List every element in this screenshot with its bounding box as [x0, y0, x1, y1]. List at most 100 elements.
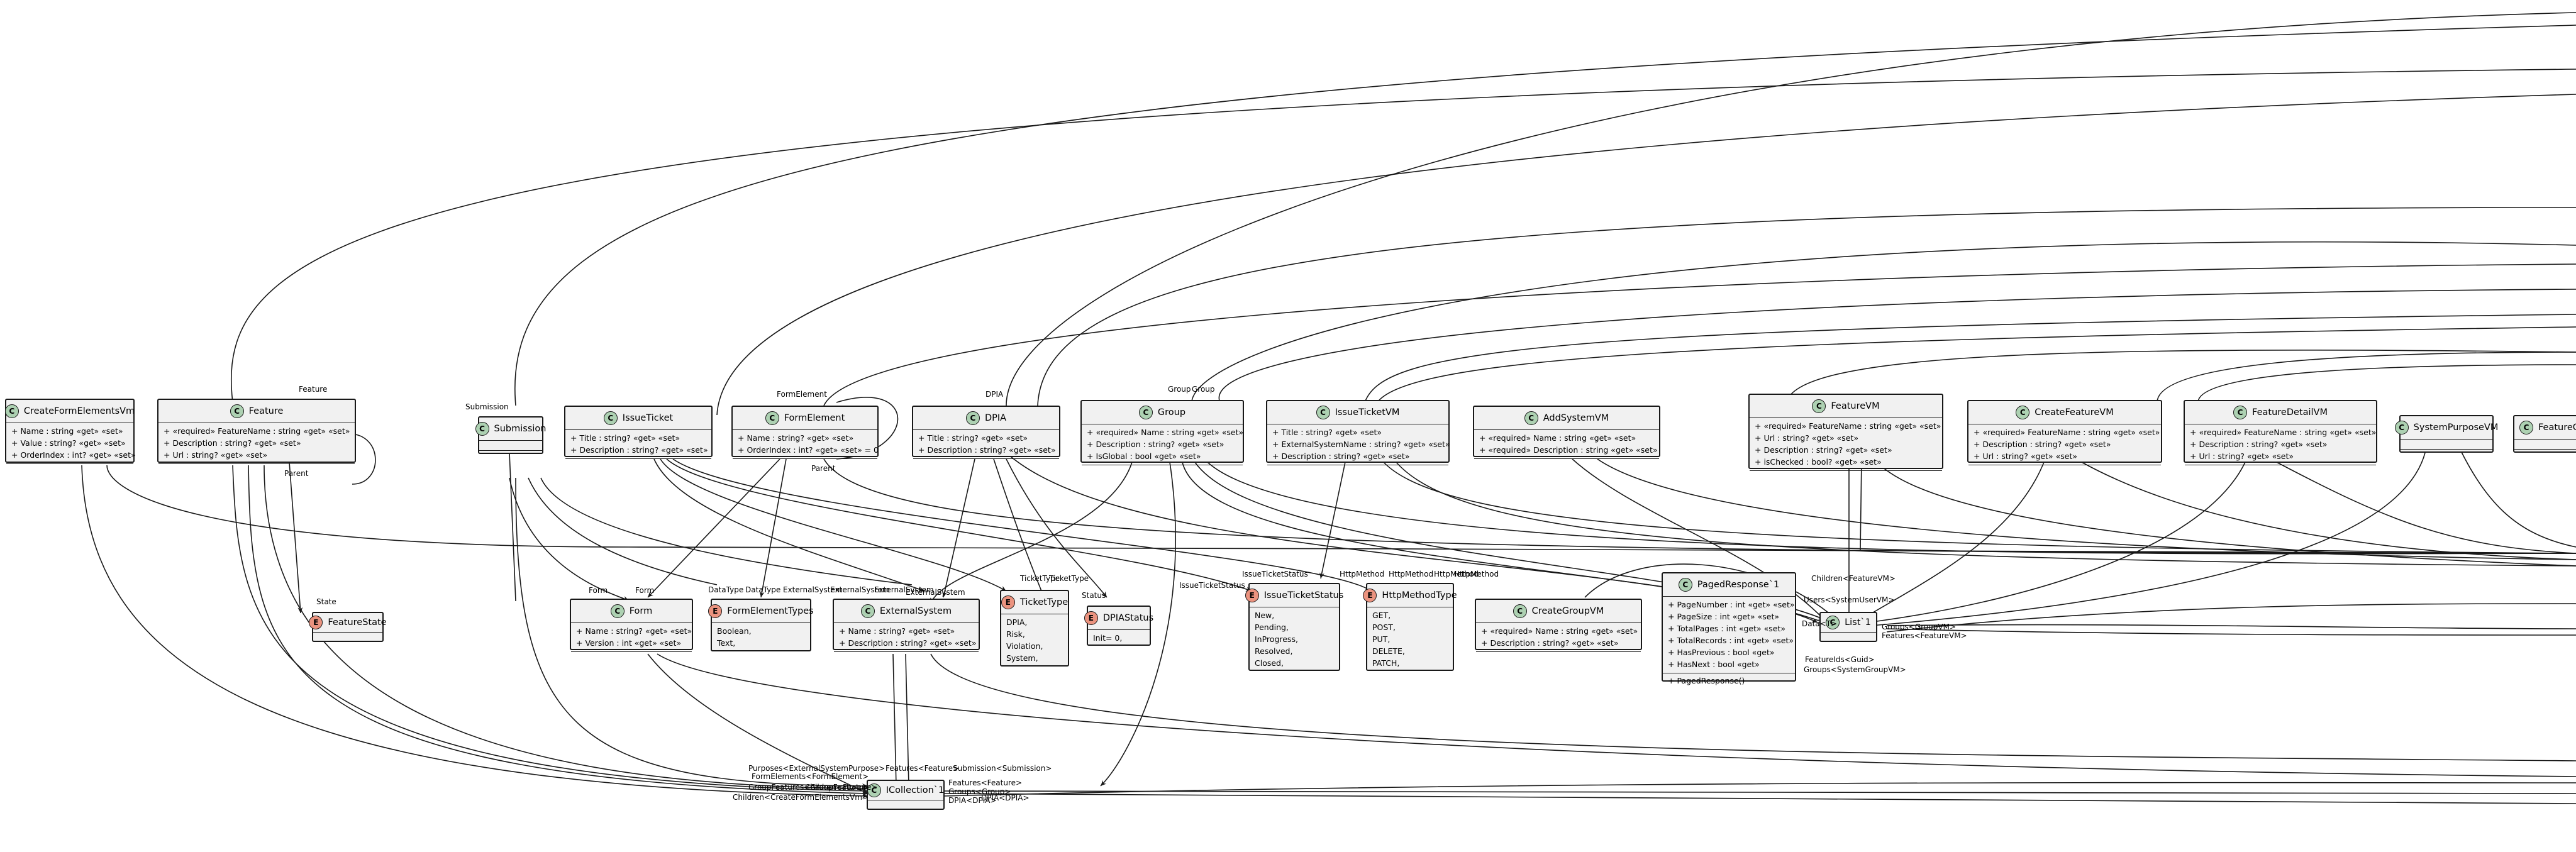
class-operations — [2514, 450, 2576, 457]
class-name: PagedResponse`1 — [1697, 580, 1780, 590]
class-member: + ExternalSystemName : string? «get» «se… — [1272, 440, 1450, 449]
class-icon: C — [1513, 604, 1527, 618]
enum-icon: E — [1245, 589, 1259, 602]
enum-value: GET, — [1372, 611, 1391, 620]
class-member: + PageSize : int «get» «set» — [1668, 612, 1779, 621]
class-addsystemvm[interactable]: C AddSystemVM + «required» Name : string … — [1473, 406, 1660, 459]
class-member: + «required» Description : string «get» … — [1479, 445, 1658, 455]
class-member: + «required» Name : string «get» «set» — [1481, 626, 1638, 636]
class-icon: C — [230, 404, 244, 418]
edge-label: ExternalSystem — [783, 585, 843, 594]
class-member: + «required» Name : string «get» «set» — [1479, 433, 1636, 443]
class-operations — [834, 652, 979, 660]
edge-label: FormElement — [777, 390, 827, 399]
class-operations — [1476, 652, 1641, 660]
edge-label: Form — [635, 586, 655, 595]
enum-icon: E — [708, 604, 723, 618]
class-member: + Url : string? «get» «set» — [2190, 451, 2294, 461]
edge-label: TicketType — [1049, 574, 1089, 583]
class-member: + IsGlobal : bool «get» «set» — [1087, 451, 1201, 461]
class-name: List`1 — [1845, 617, 1871, 628]
class-member: + Name : string? «get» «set» — [839, 626, 955, 636]
edge-label: GroupFeatures<GroupFeature> — [748, 783, 869, 792]
class-member: + «required» FeatureName : string «get» … — [2190, 428, 2377, 437]
enum-value: PATCH, — [1372, 658, 1400, 668]
class-operations — [6, 464, 133, 472]
class-member: + HasNext : bool «get» — [1668, 660, 1760, 669]
class-member: + Description : string? «get» «set» — [1755, 445, 1892, 455]
edge-label: DataType — [708, 585, 744, 594]
class-operations — [1082, 465, 1243, 473]
edge-label: Features<Feature> — [886, 764, 960, 773]
edge-label: HttpMethod — [1434, 570, 1479, 578]
class-operations — [733, 459, 877, 467]
class-name: AddSystemVM — [1543, 413, 1609, 423]
enum-value: DPIA, — [1006, 617, 1028, 627]
class-operation: + PagedResponse() — [1668, 676, 1745, 685]
edge-label: Form — [589, 586, 608, 595]
edge-label: Groups<SystemGroupVM> — [1804, 665, 1906, 674]
class-icon: C — [1138, 406, 1153, 419]
class-name: FeatureDetailVM — [2252, 407, 2328, 418]
enum-icon: E — [1001, 595, 1015, 609]
class-member: + Value : string? «get» «set» — [11, 438, 126, 448]
class-member: + Description : string? «get» «set» — [1272, 451, 1410, 461]
class-icon: C — [867, 783, 881, 797]
class-operations — [1267, 465, 1448, 473]
edge-label: Group — [1192, 385, 1215, 394]
class-member: + Title : string? «get» «set» — [1272, 428, 1382, 437]
class-icon: C — [1524, 411, 1538, 425]
edge-label: FormElements<FormElement> — [752, 772, 869, 781]
edge-label: Children<CreateFormElementsVm> — [733, 793, 869, 802]
class-icon: C — [965, 411, 980, 425]
class-operations — [2401, 450, 2492, 457]
class-name: ExternalSystem — [879, 606, 952, 616]
class-member: + Description : string? «get» «set» — [918, 445, 1056, 455]
class-name: IssueTicketVM — [1335, 407, 1400, 418]
class-name: Feature — [248, 406, 284, 416]
class-name: IssueTicket — [622, 413, 674, 423]
enum-value: Text, — [717, 638, 736, 648]
edge-label: HttpMethod — [1389, 570, 1434, 578]
enum-value: Risk, — [1006, 629, 1025, 639]
class-icon: C — [2394, 421, 2409, 434]
class-name: TicketType — [1019, 597, 1069, 607]
class-name: CreateFormElementsVm — [23, 406, 135, 416]
enum-value: New, — [1255, 611, 1275, 620]
edge-label: Group — [1168, 385, 1191, 394]
enum-value: PUT, — [1372, 634, 1391, 644]
class-member: + Description : string? «get» «set» — [1087, 440, 1224, 449]
class-member: + TotalRecords : int «get» «set» — [1668, 636, 1794, 645]
enum-value: Pending, — [1255, 622, 1289, 632]
edge-label: HttpMethod — [1454, 570, 1499, 578]
class-featuregr[interactable]: CFeatureGr — [2513, 415, 2576, 453]
class-member: + «required» FeatureName : string «get» … — [1974, 428, 2160, 437]
class-name: CreateFeatureVM — [2035, 407, 2114, 418]
class-name: DPIAStatus — [1102, 613, 1154, 623]
enum-value: POST, — [1372, 622, 1396, 632]
